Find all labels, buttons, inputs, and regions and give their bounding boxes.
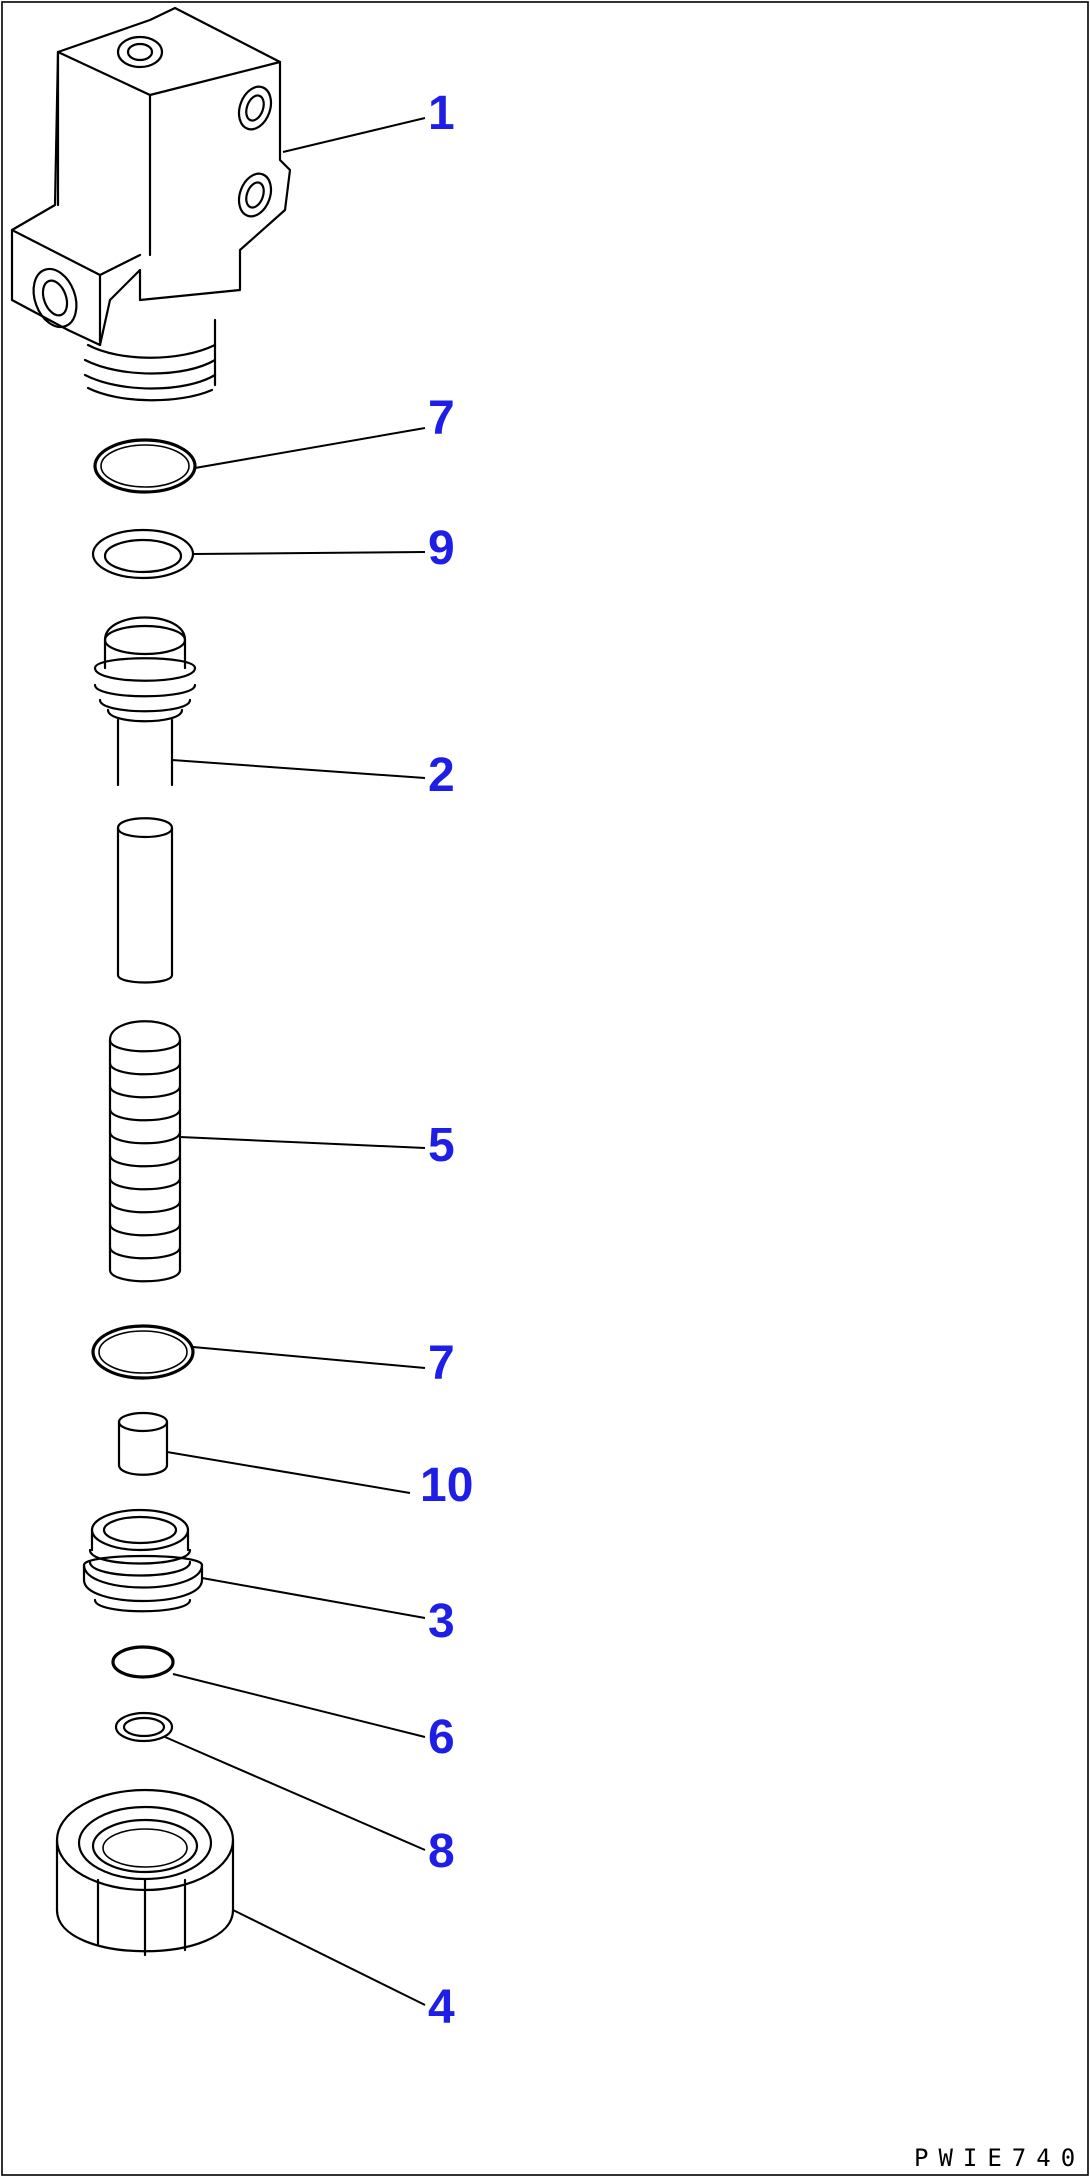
part-3-plug	[82, 1508, 204, 1613]
leader-9	[192, 551, 426, 555]
leader-lines	[164, 117, 426, 2006]
leader-3	[201, 1577, 426, 1619]
leader-4	[232, 1909, 426, 2006]
callout-9: 9	[428, 522, 455, 575]
part-7-o-ring-lower	[91, 1324, 195, 1380]
callout-7-lower: 7	[428, 1337, 455, 1390]
part-10-piston	[117, 1411, 169, 1476]
part-7-o-ring-upper	[93, 438, 197, 494]
callout-8: 8	[428, 1825, 455, 1878]
callout-3: 3	[428, 1595, 455, 1648]
leader-5	[179, 1136, 426, 1149]
leader-7-lower	[192, 1346, 426, 1369]
part-2-valve-stem	[93, 616, 197, 984]
callout-4: 4	[428, 1981, 455, 2034]
callout-7-upper: 7	[428, 392, 455, 445]
leader-8	[164, 1736, 426, 1851]
leader-10	[166, 1451, 411, 1494]
leader-7-upper	[194, 427, 426, 469]
drawing-code: PWIE740	[914, 2144, 1086, 2172]
leader-6	[172, 1673, 426, 1738]
part-9-backup-ring	[91, 528, 195, 580]
callout-2: 2	[428, 749, 455, 802]
callout-1: 1	[428, 87, 455, 140]
callout-10: 10	[420, 1459, 474, 1512]
part-5-spring	[108, 1020, 182, 1283]
callout-6: 6	[428, 1711, 455, 1764]
leader-1	[282, 117, 426, 153]
part-6-o-ring-small	[111, 1645, 175, 1679]
leader-2	[171, 759, 426, 779]
part-4-nut	[55, 1788, 235, 1957]
part-1-valve-body	[10, 6, 292, 402]
part-8-backup-ring-small	[114, 1711, 174, 1743]
callout-5: 5	[428, 1119, 455, 1172]
